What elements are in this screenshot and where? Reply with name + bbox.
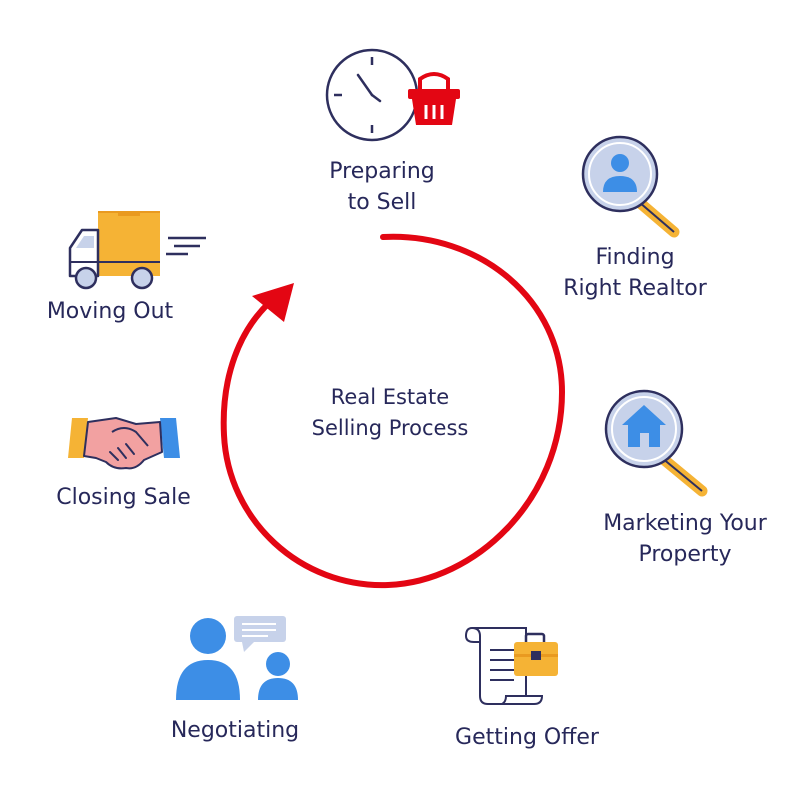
people-chat-icon: [176, 616, 298, 700]
center-title-line1: Real Estate: [330, 385, 450, 409]
step-label-getting-offer: Getting Offer: [455, 725, 599, 750]
moving-truck-icon: [68, 211, 206, 290]
cycle-arrow-path: [220, 233, 566, 589]
cycle-arrow-head: [252, 283, 294, 322]
handshake-icon: [68, 417, 180, 470]
center-title: Real Estate Selling Process: [250, 382, 530, 444]
magnifier-house-icon: [604, 389, 708, 497]
clock-basket-icon: [325, 48, 460, 142]
magnifier-person-icon: [581, 135, 680, 238]
center-title-line2: Selling Process: [311, 416, 469, 440]
step-label-negotiating: Negotiating: [170, 718, 300, 743]
document-briefcase-icon: [464, 627, 558, 705]
step-label-closing: Closing Sale: [56, 485, 191, 510]
step-label-moving-out: Moving Out: [46, 299, 174, 324]
